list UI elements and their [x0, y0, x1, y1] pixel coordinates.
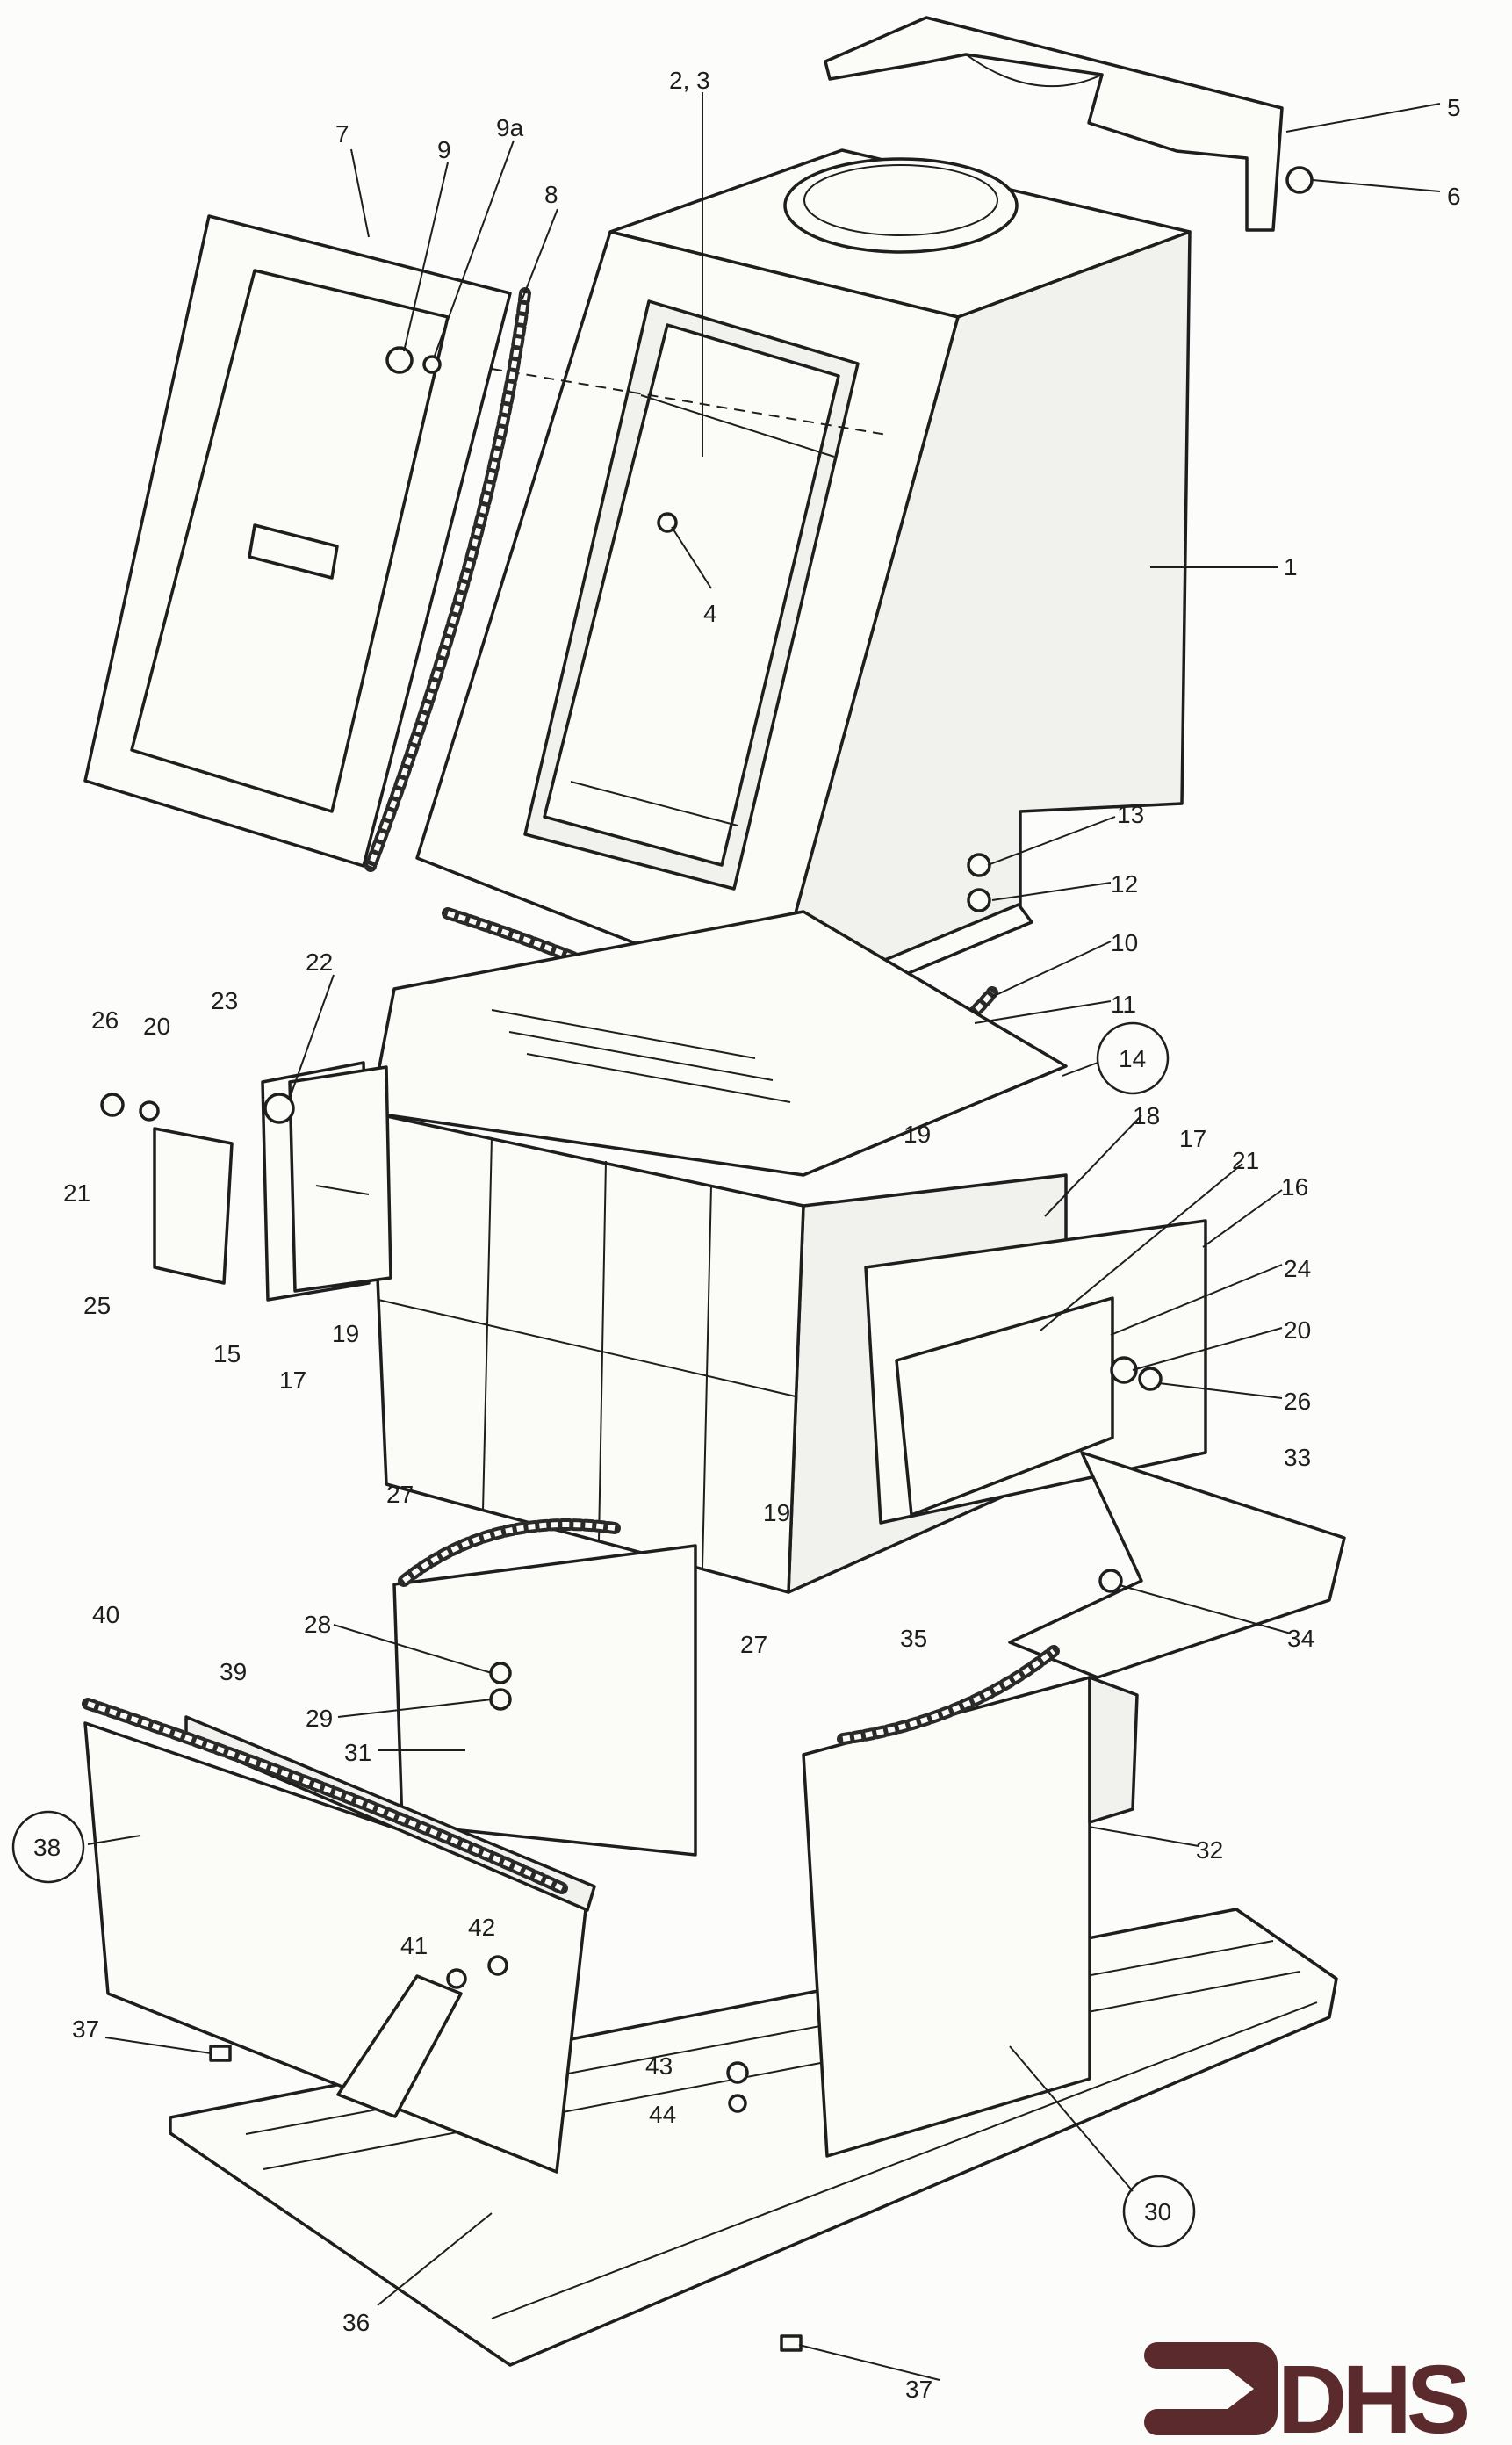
washer-part-44 [728, 2094, 747, 2113]
clip-part-37-b [780, 2334, 803, 2352]
part-label: 31 [344, 1739, 371, 1766]
callout-circle-14 [1096, 1021, 1170, 1095]
nut-part-43 [726, 2061, 749, 2084]
part-label: 17 [1179, 1125, 1206, 1152]
part-label: 6 [1447, 183, 1461, 210]
part-label: 40 [92, 1601, 119, 1628]
nut-part-6 [1285, 166, 1314, 194]
plate-part-33 [1008, 1451, 1346, 1679]
part-label: 14 [1119, 1045, 1146, 1072]
part-label: 41 [400, 1932, 428, 1959]
bracket-box-part-31 [392, 1544, 697, 1857]
part-label: 39 [220, 1658, 247, 1685]
bracket-part-25 [153, 1127, 234, 1285]
knob-part-22 [263, 1093, 295, 1124]
screw-part-41 [446, 1968, 467, 1989]
part-label: 32 [1196, 1836, 1223, 1864]
part-label: 9a [496, 114, 524, 141]
part-label: 25 [83, 1292, 111, 1319]
callout-circle-38 [11, 1810, 85, 1884]
part-label: 27 [740, 1631, 767, 1658]
part-label: 20 [143, 1013, 170, 1040]
nut-part-26 [100, 1093, 125, 1117]
part-label: 7 [335, 120, 349, 148]
part-label: 17 [279, 1367, 306, 1394]
part-label: 19 [904, 1121, 931, 1148]
part-label: 43 [645, 2052, 673, 2080]
top-bracket-part-5 [824, 16, 1314, 232]
bracket-foot [336, 1974, 463, 2118]
hopper-body-part-1 [415, 148, 1192, 999]
part-label: 37 [72, 2016, 99, 2043]
part-label: 36 [342, 2309, 370, 2336]
bracket-part-32 [1088, 1676, 1139, 1824]
part-label: 12 [1111, 870, 1138, 898]
part-number-labels: 5 6 2, 3 7 9 9a 8 1 4 13 12 10 11 14 22 … [33, 67, 1461, 2403]
logo-text: DHS [1278, 2346, 1468, 2445]
washer-part-12 [967, 888, 991, 912]
part-label: 38 [33, 1834, 61, 1861]
part-label: 1 [1284, 553, 1298, 581]
part-label: 30 [1144, 2198, 1171, 2225]
part-label: 8 [544, 181, 558, 208]
part-label: 20 [1284, 1316, 1311, 1344]
washer-part-9a [422, 355, 442, 374]
nut-part-29 [489, 1688, 512, 1711]
part-label: 10 [1111, 929, 1138, 956]
washer-part-20 [139, 1100, 160, 1122]
part-label: 21 [1232, 1147, 1259, 1174]
part-label: 44 [649, 2101, 676, 2128]
washer-part-42 [487, 1955, 508, 1976]
side-panel-part-30 [802, 1676, 1091, 2158]
part-label: 23 [211, 987, 238, 1014]
part-label: 29 [306, 1705, 333, 1732]
nut-part-13 [967, 853, 991, 877]
part-label: 18 [1133, 1102, 1160, 1129]
part-label: 2, 3 [669, 67, 710, 94]
part-label: 33 [1284, 1444, 1311, 1471]
plate-part-17 [288, 1065, 392, 1293]
part-label: 22 [306, 948, 333, 976]
door-part-7 [83, 214, 531, 872]
part-label: 28 [304, 1611, 331, 1638]
screw-part-34 [1098, 1569, 1123, 1593]
part-label: 16 [1281, 1173, 1308, 1201]
part-label: 19 [332, 1320, 359, 1347]
part-label: 24 [1284, 1255, 1311, 1282]
part-label: 35 [900, 1625, 927, 1652]
part-label: 5 [1447, 94, 1461, 121]
part-label: 9 [437, 136, 451, 163]
washer-part-20-right [1110, 1356, 1138, 1384]
part-label: 26 [1284, 1388, 1311, 1415]
clip-part-37 [209, 2045, 232, 2062]
knob-part-9 [385, 346, 414, 374]
arrow-logo-icon [1144, 2342, 1278, 2435]
dhs-logo: DHS [1144, 2342, 1473, 2445]
part-label: 11 [1111, 991, 1136, 1018]
part-label: 26 [91, 1006, 119, 1034]
part-label: 19 [763, 1499, 790, 1526]
part-label: 42 [468, 1914, 495, 1941]
part-label: 21 [63, 1179, 90, 1207]
plate-part-24 [895, 1296, 1114, 1517]
nut-part-26-right [1138, 1367, 1163, 1391]
washer-part-28 [489, 1662, 512, 1684]
part-label: 27 [386, 1481, 414, 1508]
part-label: 4 [703, 600, 717, 627]
part-label: 37 [905, 2376, 932, 2403]
part-label: 15 [213, 1340, 241, 1367]
callout-circle-30 [1122, 2175, 1196, 2248]
leader-lines [87, 92, 1441, 2381]
part-label: 13 [1117, 801, 1144, 828]
part-label: 34 [1287, 1625, 1314, 1652]
